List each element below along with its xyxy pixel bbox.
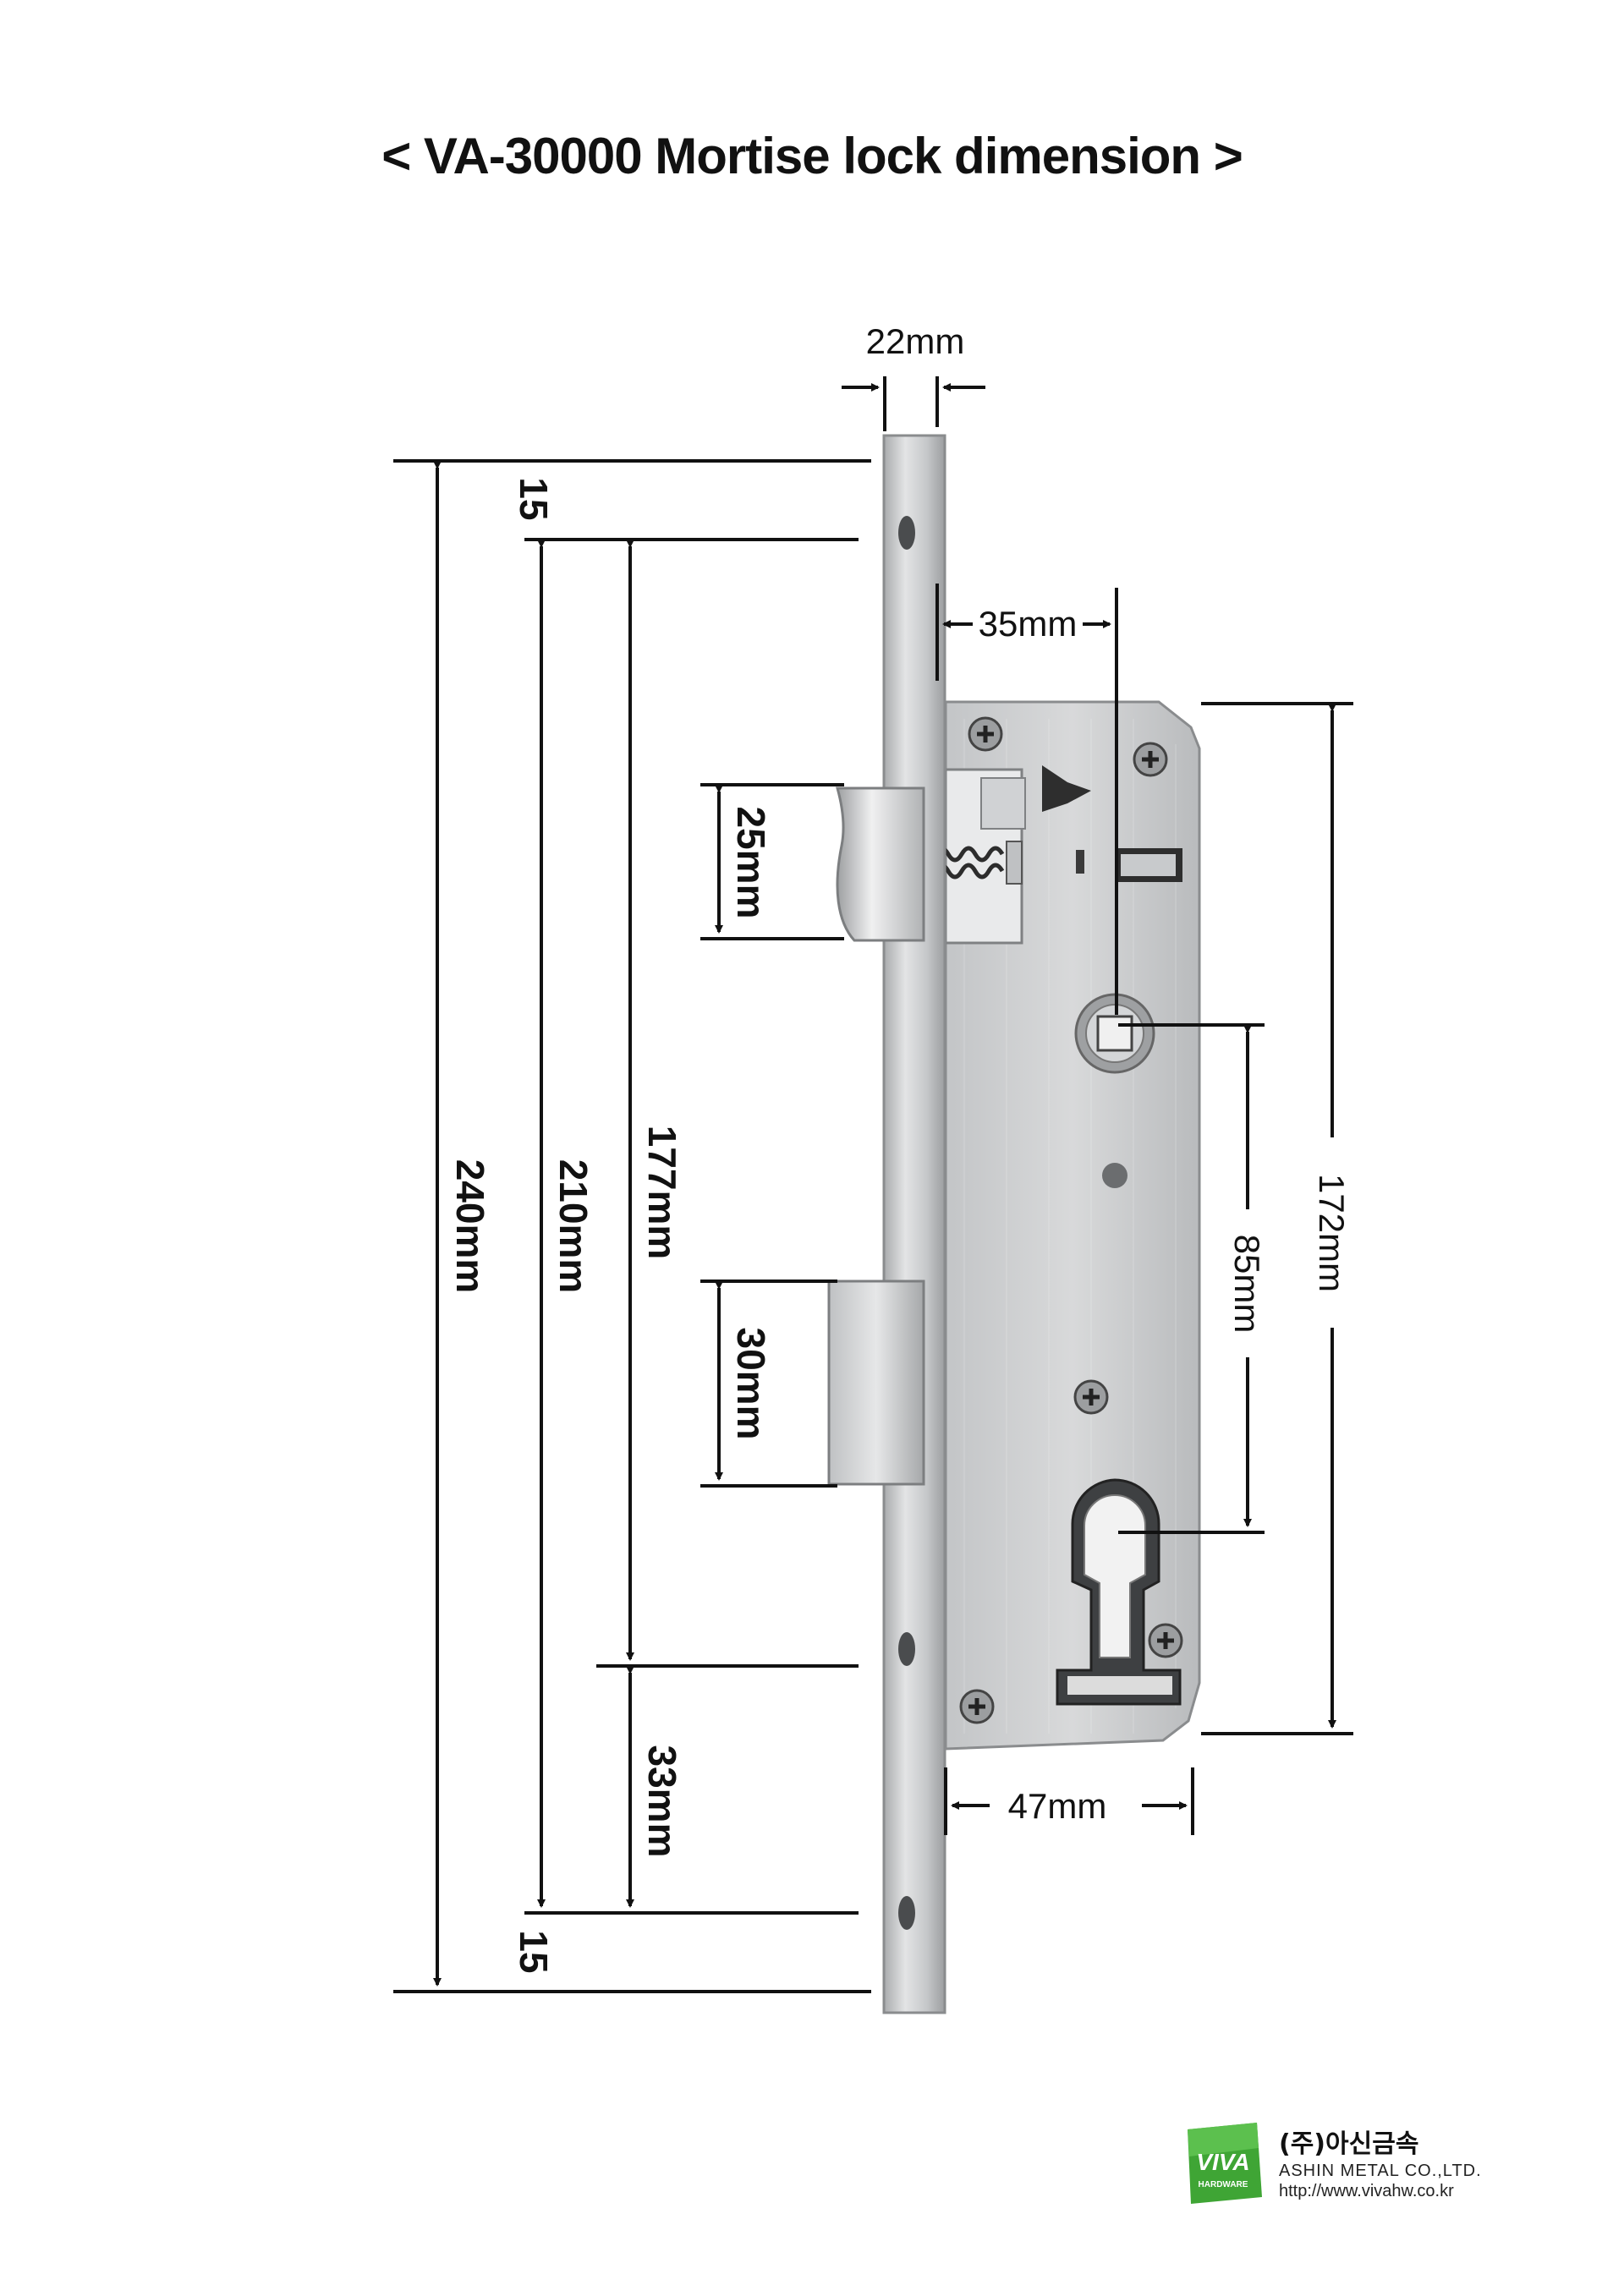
label-case-depth: 47mm (1008, 1786, 1107, 1826)
viva-badge: VIVA HARDWARE (1188, 2123, 1262, 2204)
label-faceplate-thickness: 22mm (866, 321, 965, 361)
deadbolt (827, 1280, 925, 1486)
faceplate (882, 434, 946, 2014)
page-title: < VA-30000 Mortise lock dimension > (381, 128, 1243, 184)
label-latch-to-bottom: 177mm (640, 1126, 684, 1260)
cylinder-cutout (1056, 1478, 1182, 1706)
label-screw-spacing: 210mm (551, 1159, 595, 1294)
label-bottom-offset: 15 (512, 1930, 556, 1973)
case-screws (959, 716, 1183, 1724)
badge-text: VIVA (1196, 2149, 1249, 2175)
label-top-offset: 15 (512, 477, 556, 520)
latch-mechanism (932, 768, 1026, 945)
latch-bolt (836, 786, 925, 942)
company-name-english: ASHIN METAL CO.,LTD. (1279, 2162, 1482, 2180)
company-name-korean: (주)아신금속 (1279, 2129, 1419, 2159)
badge-subtext: HARDWARE (1199, 2180, 1248, 2189)
dimension-labels: 22mm 35mm 47mm 240mm 210mm 177mm 33mm 25… (448, 321, 1352, 1974)
company-logo: VIVA HARDWARE (주)아신금속 ASHIN METAL CO.,LT… (1184, 2123, 1539, 2216)
label-backset: 35mm (979, 604, 1078, 644)
label-case-height: 172mm (1312, 1174, 1352, 1292)
dimension-lines (393, 376, 1353, 1993)
spindle-hub (1074, 993, 1155, 1074)
label-deadbolt-height: 30mm (729, 1328, 773, 1440)
case-pin (1102, 1163, 1127, 1188)
label-total-height: 240mm (448, 1159, 492, 1294)
company-url: http://www.vivahw.co.kr (1279, 2182, 1454, 2200)
label-bottom-segment: 33mm (640, 1745, 684, 1858)
label-latch-height: 25mm (729, 807, 773, 919)
case-details (1042, 765, 1182, 882)
label-center-distance: 85mm (1227, 1235, 1267, 1334)
